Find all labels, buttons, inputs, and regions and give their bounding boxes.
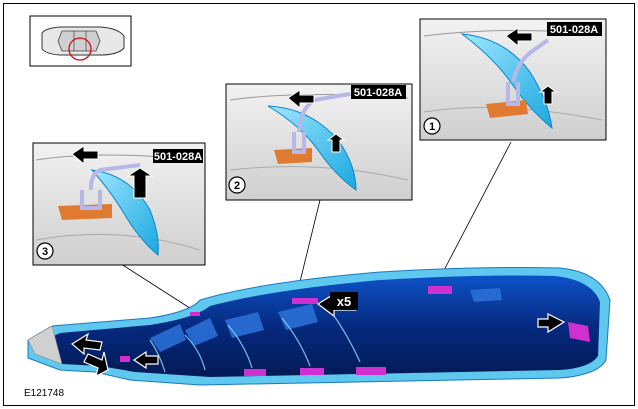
- quantity-label: x5: [330, 292, 358, 310]
- callout-number-1: 1: [429, 121, 435, 133]
- retaining-clips: [120, 286, 590, 376]
- arrow-upleft-icon: [70, 332, 103, 356]
- tool-label-1: 501-028A: [550, 24, 598, 36]
- figure-id: E121748: [24, 388, 64, 399]
- arrow-left-icon: [132, 350, 159, 370]
- arrow-left-icon: [287, 89, 315, 110]
- figure-frame: [3, 3, 635, 406]
- leader-lines: [117, 141, 512, 313]
- arrow-up-icon: [538, 85, 558, 105]
- vehicle-location-thumbnail: [29, 15, 132, 67]
- arrow-up-icon: [326, 133, 346, 153]
- arrow-left-icon: [71, 145, 99, 166]
- detail-view-1: 501-028A 1: [419, 18, 607, 141]
- arrow-left-icon: [505, 27, 533, 48]
- tool-label-2: 501-028A: [354, 87, 402, 99]
- arrow-right-icon: [537, 313, 566, 334]
- callout-number-2: 2: [234, 180, 240, 192]
- callout-number-3: 3: [42, 246, 48, 258]
- location-marker-circle: [68, 37, 92, 61]
- quantity-text: x5: [337, 294, 351, 309]
- detail-view-3: 501-028A 3: [32, 142, 206, 266]
- tool-label-3: 501-028A: [154, 151, 202, 163]
- arrow-downright-icon: [83, 351, 109, 378]
- detail-view-2: 501-028A 2: [225, 83, 413, 201]
- headliner-trim-panel: [27, 267, 611, 386]
- arrow-up-icon: [126, 167, 154, 199]
